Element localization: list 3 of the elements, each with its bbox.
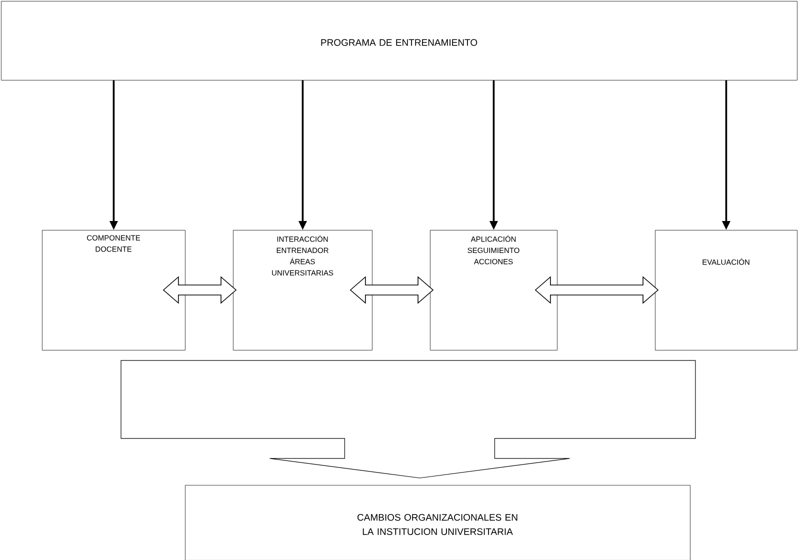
block-arrow [120,360,696,478]
program-box: PROGRAMA DE ENTRENAMIENTO [1,1,798,80]
result-box: CAMBIOS ORGANIZACIONALES EN LA INSTITUCION UNIVERSITARIA [185,485,690,560]
